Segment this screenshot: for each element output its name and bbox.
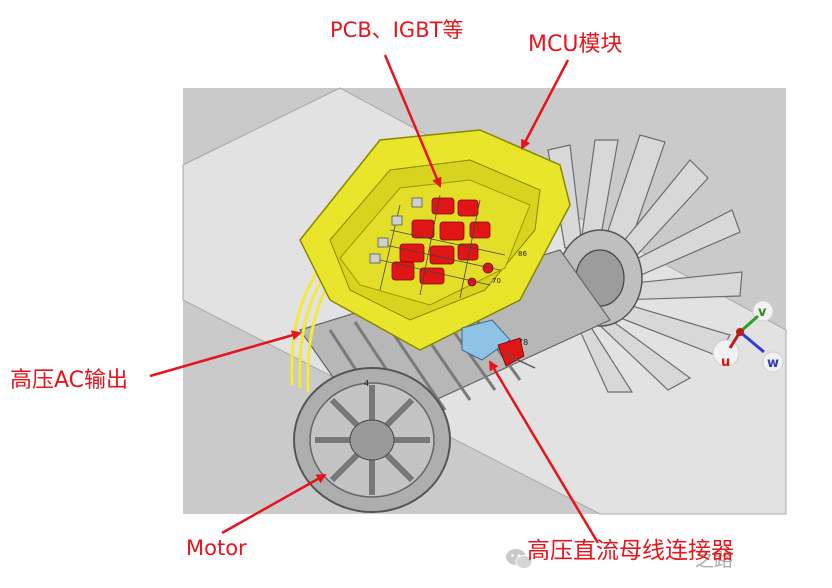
arrow-hv-dc-connector: [488, 360, 600, 544]
axis-label-v: v: [758, 305, 767, 320]
watermark: 之路: [505, 545, 733, 572]
component-id-b: 78: [518, 338, 528, 347]
igbt-components: [391, 197, 494, 287]
arrow-hv-ac-output: [149, 330, 302, 378]
axis-label-w: w: [767, 356, 779, 371]
watermark-text: 之路: [695, 549, 734, 571]
axis-label-u: u: [721, 355, 730, 370]
component-id-a: 4: [364, 379, 369, 388]
axis-triad: u v w: [712, 300, 784, 373]
label-mcu-module: MCU模块: [528, 32, 623, 57]
wechat-icon: [506, 548, 533, 569]
capacitors: [369, 197, 423, 264]
label-hv-dc-bus-connector: 高压直流母线连接器: [527, 538, 734, 564]
motor-body: [293, 249, 611, 513]
label-motor: Motor: [186, 536, 247, 560]
arrow-mcu-module: [520, 59, 570, 150]
hv-dc-connector: [461, 319, 536, 369]
label-pcb-igbt: PCB、IGBT等: [330, 18, 464, 42]
arrow-pcb-igbt: [383, 54, 442, 188]
label-hv-ac-output: 高压AC输出: [10, 368, 129, 393]
arrow-motor: [221, 473, 327, 535]
component-id-c: 86: [518, 250, 527, 258]
component-id-d: 70: [492, 277, 501, 285]
